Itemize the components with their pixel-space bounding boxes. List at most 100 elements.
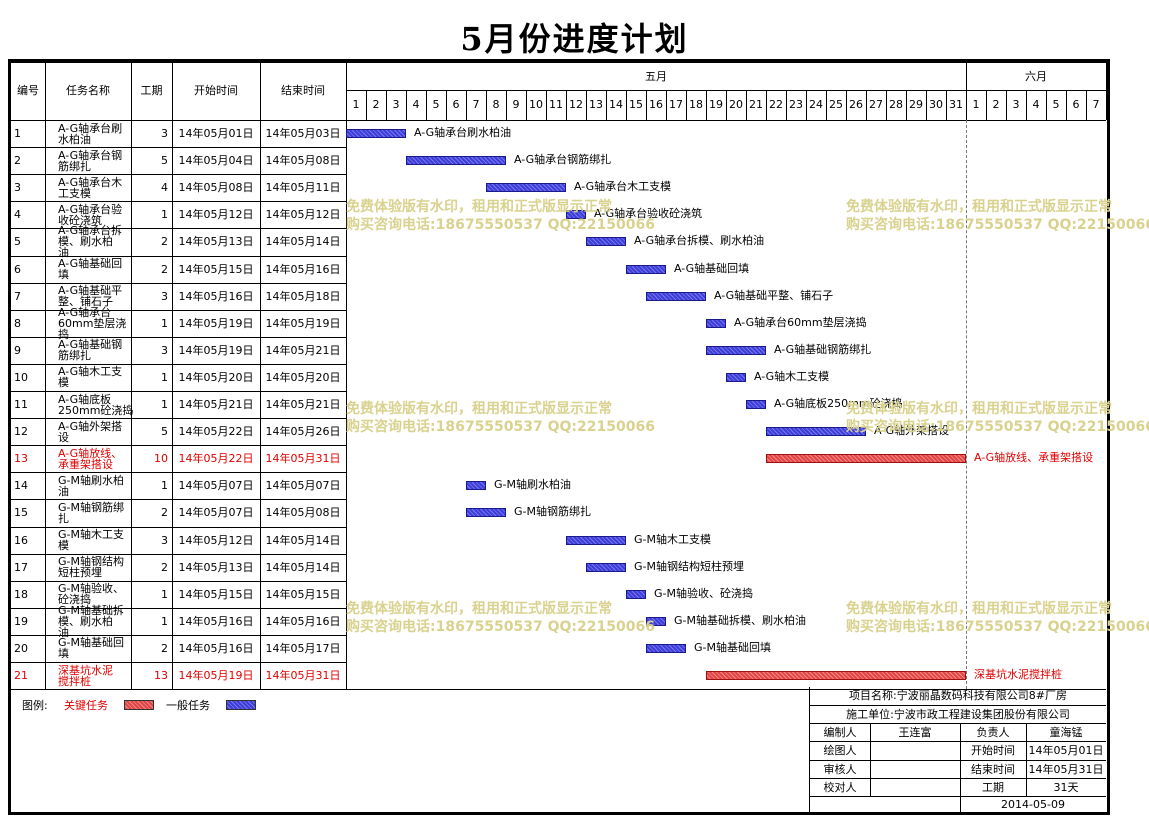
- day-rule: [826, 90, 827, 120]
- task-duration: 13: [154, 669, 168, 682]
- day-label: 5: [1052, 98, 1060, 111]
- day-rule: [446, 90, 447, 120]
- task-start: 14年05月08日: [178, 181, 254, 195]
- col-header-name: 任务名称: [66, 84, 110, 97]
- task-end: 14年05月20日: [265, 370, 341, 384]
- task-name: A-G轴外架搭: [58, 419, 123, 433]
- task-bar-label: G-M轴验收、砼浇捣: [654, 586, 753, 600]
- row-rule: [11, 310, 346, 311]
- task-bar: [586, 562, 626, 572]
- task-bar: [406, 156, 506, 166]
- legend-critical-label: 关键任务: [64, 699, 108, 712]
- task-bar-label: A-G轴放线、承重架搭设: [974, 451, 1094, 465]
- day-rule: [1066, 90, 1067, 120]
- task-duration: 3: [161, 343, 168, 357]
- row-rule: [11, 256, 346, 257]
- task-duration: 3: [161, 289, 168, 303]
- watermark-line: 购买咨询电话:18675550537 QQ:22150066: [346, 217, 655, 233]
- day-rule: [806, 90, 807, 120]
- task-bar-label: G-M轴木工支模: [634, 532, 711, 546]
- info-col-rule: [1026, 723, 1027, 796]
- task-bar-label: A-G轴底板250mm砼浇捣: [774, 397, 903, 410]
- task-id: 1: [14, 127, 21, 140]
- task-name: 60mm垫层浇: [58, 316, 127, 330]
- owner-label: 负责人: [976, 726, 1010, 739]
- table-bottom-rule: [11, 689, 1106, 690]
- task-duration: 1: [161, 398, 168, 411]
- header-top-rule: [11, 62, 1106, 63]
- row-rule: [11, 391, 346, 392]
- task-duration: 2: [161, 506, 168, 520]
- task-id: 12: [14, 425, 28, 439]
- col-header-end: 结束时间: [281, 84, 325, 97]
- editor-value: 王连富: [898, 726, 932, 739]
- task-bar-label: G-M轴基础回填: [694, 640, 771, 654]
- task-end: 14年05月03日: [265, 127, 341, 140]
- info-row-rule: [809, 723, 1106, 724]
- day-rule: [506, 90, 507, 120]
- task-name: 捣: [58, 327, 69, 341]
- task-bar-label: A-G轴承台验收砼浇筑: [594, 207, 703, 221]
- row-rule: [11, 445, 346, 446]
- day-label: 4: [1032, 98, 1040, 111]
- watermark-line: 免费体验版有水印，租用和正式版显示正常: [846, 199, 1112, 215]
- day-label: 5: [432, 98, 440, 111]
- legend-normal-label: 一般任务: [166, 699, 210, 712]
- task-name: 模: [58, 376, 69, 390]
- task-bar: [726, 372, 746, 382]
- task-start: 14年05月01日: [178, 127, 254, 140]
- task-start: 14年05月13日: [178, 235, 254, 249]
- day-rule: [946, 90, 947, 120]
- day-label: 28: [889, 98, 903, 111]
- task-bar-label: A-G轴承台60mm垫层浇捣: [734, 315, 867, 329]
- day-label: 31: [949, 98, 963, 111]
- day-rule: [586, 90, 587, 120]
- task-name: A-G轴基础平: [58, 284, 123, 298]
- task-start: 14年05月04日: [178, 154, 254, 168]
- day-rule: [646, 90, 647, 120]
- col-header-duration: 工期: [140, 84, 163, 97]
- day-rule: [786, 90, 787, 120]
- info-col-rule: [960, 723, 961, 815]
- task-id: 10: [14, 370, 28, 384]
- task-bar-label: A-G轴基础钢筋绑扎: [774, 342, 872, 356]
- column-rule: [260, 62, 261, 690]
- column-rule: [346, 62, 347, 690]
- task-bar-label: A-G轴承台木工支模: [574, 180, 672, 194]
- day-label: 22: [769, 98, 783, 111]
- row-rule: [11, 635, 346, 636]
- task-duration: 1: [161, 370, 168, 384]
- watermark-line: 购买咨询电话:18675550537 QQ:22150066: [346, 419, 655, 435]
- task-bar: [746, 400, 766, 409]
- row-rule: [11, 581, 346, 582]
- end-value: 14年05月31日: [1028, 763, 1104, 776]
- task-id: 19: [14, 614, 28, 628]
- start-value: 14年05月01日: [1028, 744, 1104, 757]
- task-end: 14年05月18日: [265, 289, 341, 303]
- day-rule: [1026, 90, 1027, 120]
- project-name: 项目名称:宁波丽晶数码科技有限公司8#厂房: [849, 689, 1067, 702]
- row-rule: [11, 228, 346, 229]
- task-name: A-G轴基础回: [58, 257, 123, 271]
- day-rule: [986, 90, 987, 120]
- task-duration: 4: [161, 181, 168, 195]
- day-rule: [666, 90, 667, 120]
- end-label: 结束时间: [971, 763, 1015, 776]
- task-start: 14年05月19日: [178, 343, 254, 357]
- task-start: 14年05月16日: [178, 289, 254, 303]
- day-label: 1: [972, 98, 980, 111]
- month-divider: [966, 62, 967, 90]
- month-header-june: 六月: [1025, 70, 1047, 83]
- task-name: A-G轴承台拆: [58, 224, 123, 238]
- day-rule: [966, 90, 967, 120]
- day-rule: [1086, 90, 1087, 120]
- task-end: 14年05月16日: [265, 614, 341, 628]
- task-bar: [566, 535, 626, 545]
- row-rule: [11, 418, 346, 419]
- task-bar-label: G-M轴基础拆模、刷水柏油: [674, 613, 806, 627]
- task-end: 14年05月08日: [265, 506, 341, 520]
- day-label: 2: [992, 98, 1000, 111]
- task-start: 14年05月19日: [178, 669, 254, 682]
- task-start: 14年05月15日: [178, 587, 254, 601]
- day-label: 17: [669, 98, 683, 111]
